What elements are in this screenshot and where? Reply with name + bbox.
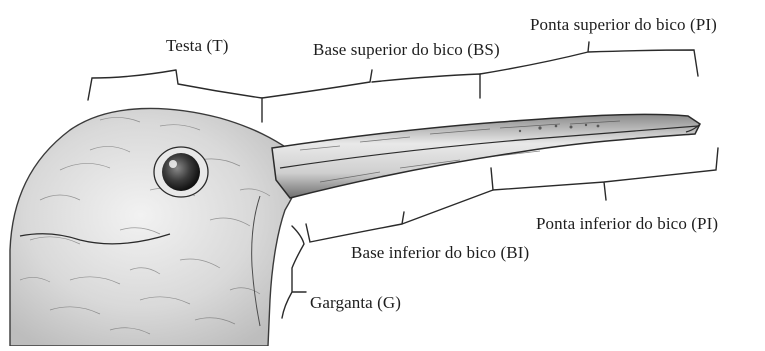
label-lower-base: Base inferior do bico (BI) [351, 243, 529, 263]
bracket-pi-lower [491, 148, 718, 200]
bracket-g [282, 226, 306, 318]
bird-eye [154, 147, 208, 197]
bird-head [10, 108, 300, 346]
label-upper-tip: Ponta superior do bico (PI) [530, 15, 717, 35]
bracket-bi [306, 190, 493, 242]
label-forehead: Testa (T) [166, 36, 228, 56]
bird-bill [272, 114, 700, 198]
bracket-bs [262, 70, 480, 98]
label-upper-base: Base superior do bico (BS) [313, 40, 500, 60]
label-throat: Garganta (G) [310, 293, 401, 313]
label-lower-tip: Ponta inferior do bico (PI) [536, 214, 718, 234]
bracket-pi-upper [480, 42, 698, 76]
